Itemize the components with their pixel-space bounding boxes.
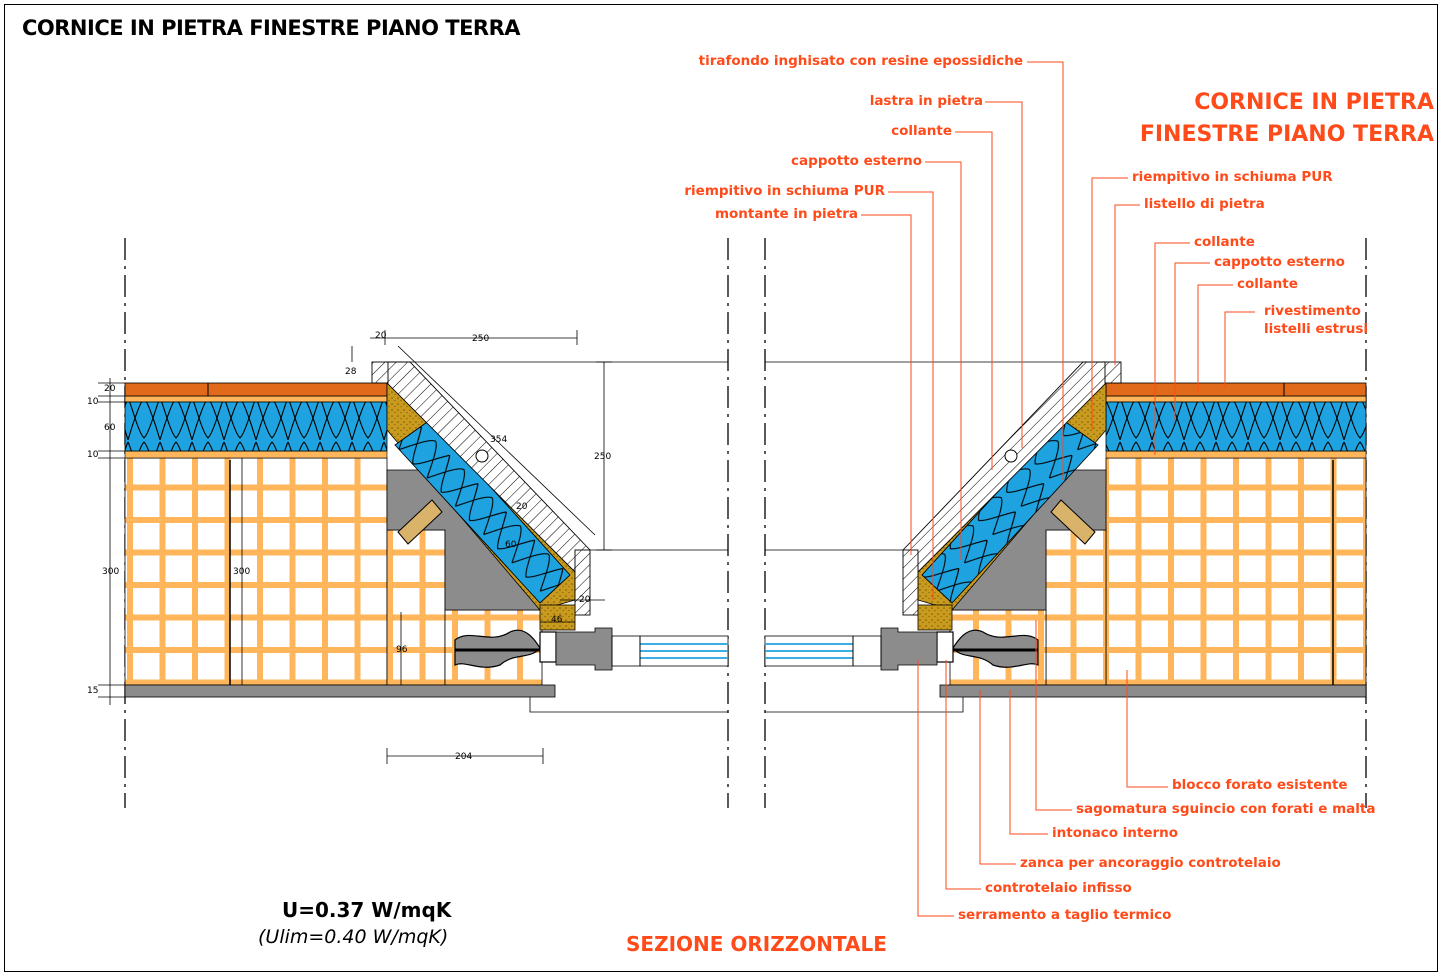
dim-46: 46 — [551, 615, 563, 625]
leader-lines — [861, 61, 1255, 917]
dim-10-a: 10 — [87, 397, 99, 407]
u-lim-value: (Ulim=0.40 W/mqK) — [258, 926, 449, 948]
label-lastra: lastra in pietra — [869, 93, 983, 109]
label-collante-1: collante — [891, 123, 952, 139]
left-wall — [124, 361, 729, 713]
dim-204: 204 — [455, 752, 473, 762]
dim-28: 28 — [345, 367, 357, 377]
label-collante-3: collante — [1237, 276, 1298, 292]
right-wall — [764, 361, 1367, 713]
dim-20-bottom: 20 — [579, 595, 591, 605]
label-zanca: zanca per ancoraggio controtelaio — [1020, 855, 1281, 871]
label-rivestimento: rivestimento — [1264, 303, 1361, 319]
label-montante: montante in pietra — [714, 206, 858, 222]
u-value: U=0.37 W/mqK — [282, 898, 452, 922]
dim-96: 96 — [396, 645, 408, 655]
label-intonaco: intonaco interno — [1052, 825, 1179, 841]
drawing-frame — [4, 4, 1438, 972]
dim-300-inner: 300 — [233, 567, 251, 577]
label-blocco: blocco forato esistente — [1172, 777, 1348, 793]
dim-60-diag: 60 — [505, 540, 517, 550]
section-title: SEZIONE ORIZZONTALE — [626, 932, 887, 956]
big-title-line2: FINESTRE PIANO TERRA — [1139, 122, 1434, 147]
label-sagomatura: sagomatura sguincio con forati e malta — [1076, 801, 1376, 817]
label-listelli-estrusi: listelli estrusi — [1264, 321, 1369, 337]
label-cappotto-2: cappotto esterno — [1214, 254, 1345, 270]
dim-10-b: 10 — [87, 450, 99, 460]
label-pur-1: riempitivo in schiuma PUR — [684, 183, 885, 199]
dim-250-top: 250 — [472, 334, 490, 344]
dim-20-diag: 20 — [516, 502, 528, 512]
big-title-line1: CORNICE IN PIETRA — [1194, 90, 1434, 115]
label-collante-2: collante — [1194, 234, 1255, 250]
dim-15: 15 — [87, 686, 99, 696]
label-controtelaio: controtelaio infisso — [985, 880, 1132, 896]
label-listello: listello di pietra — [1144, 196, 1265, 212]
label-tirafondo: tirafondo inghisato con resine epossidic… — [698, 53, 1023, 69]
label-serramento: serramento a taglio termico — [958, 907, 1172, 923]
label-cappotto-1: cappotto esterno — [791, 153, 922, 169]
dim-60-left: 60 — [104, 423, 116, 433]
break-lines — [124, 238, 1367, 808]
label-pur-2: riempitivo in schiuma PUR — [1132, 169, 1333, 185]
dimension-lines — [98, 330, 612, 764]
dim-300-left: 300 — [102, 567, 120, 577]
dim-20-left: 20 — [104, 384, 116, 394]
dim-250-right: 250 — [594, 452, 612, 462]
drawing-title: CORNICE IN PIETRA FINESTRE PIANO TERRA — [22, 16, 521, 40]
dim-354: 354 — [490, 435, 508, 445]
dim-20-top: 20 — [375, 331, 387, 341]
